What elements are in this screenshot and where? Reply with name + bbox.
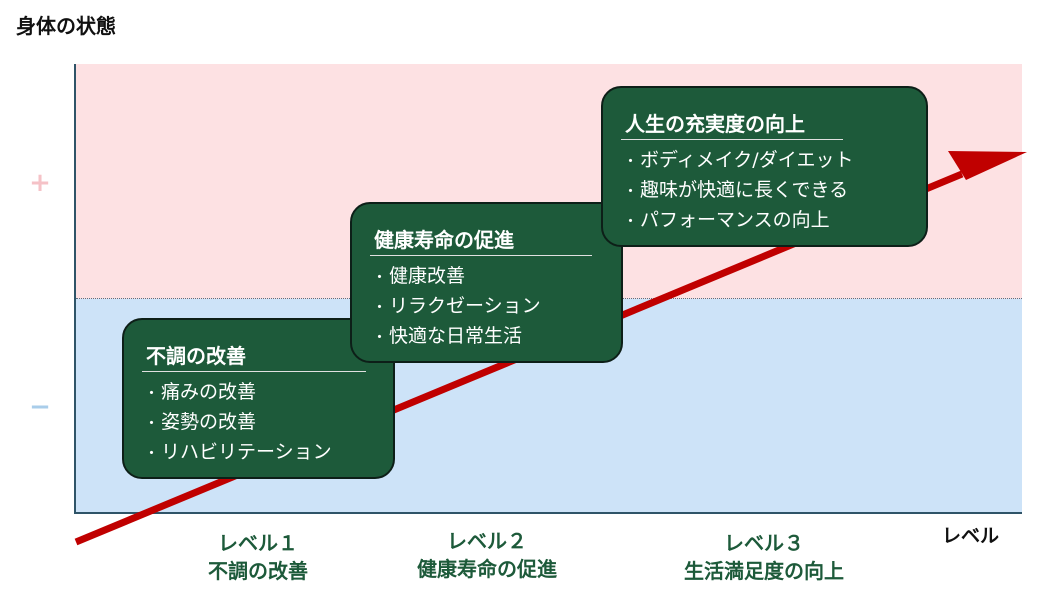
plus-sign: +: [29, 168, 51, 198]
level-3-name: 生活満足度の向上: [684, 559, 844, 583]
level-2-box-title: 健康寿命の促進: [374, 228, 514, 252]
progress-arrow-head: [948, 151, 1027, 180]
level-2-box-list: 健康改善 リラクゼーション 快適な日常生活: [372, 262, 541, 352]
list-item: 快適な日常生活: [372, 322, 541, 352]
level-3-box-title: 人生の充実度の向上: [625, 112, 805, 136]
list-item: 趣味が快適に長くできる: [623, 176, 854, 206]
list-item: 痛みの改善: [144, 378, 332, 408]
level-3-box-list: ボディメイク/ダイエット 趣味が快適に長くできる パフォーマンスの向上: [623, 146, 854, 236]
level-3-box-rule: [621, 139, 843, 140]
x-axis: [74, 512, 1022, 514]
level-2-label: レベル２ 健康寿命の促進: [392, 527, 582, 583]
chart-title: 身体の状態: [16, 14, 116, 38]
level-3-number: レベル３: [724, 531, 804, 555]
level-3-box: 人生の充実度の向上 ボディメイク/ダイエット 趣味が快適に長くできる パフォーマ…: [601, 86, 928, 247]
level-1-label: レベル１ 不調の改善: [163, 529, 353, 585]
list-item: リハビリテーション: [144, 438, 332, 468]
level-3-label: レベル３ 生活満足度の向上: [649, 529, 879, 585]
list-item: パフォーマンスの向上: [623, 206, 854, 236]
list-item: 健康改善: [372, 262, 541, 292]
list-item: ボディメイク/ダイエット: [623, 146, 854, 176]
level-2-number: レベル２: [447, 529, 527, 553]
level-2-box-rule: [370, 255, 592, 256]
list-item: リラクゼーション: [372, 292, 541, 322]
level-1-box-rule: [142, 371, 366, 372]
level-1-box-list: 痛みの改善 姿勢の改善 リハビリテーション: [144, 378, 332, 468]
level-1-number: レベル１: [218, 531, 298, 555]
x-axis-label: レベル: [942, 525, 1000, 547]
level-1-name: 不調の改善: [208, 559, 308, 583]
minus-sign: −: [29, 392, 51, 422]
list-item: 姿勢の改善: [144, 408, 332, 438]
level-1-box-title: 不調の改善: [146, 344, 246, 368]
level-2-name: 健康寿命の促進: [417, 557, 557, 581]
level-2-box: 健康寿命の促進 健康改善 リラクゼーション 快適な日常生活: [350, 202, 623, 363]
y-axis: [74, 64, 76, 514]
level-1-box: 不調の改善 痛みの改善 姿勢の改善 リハビリテーション: [122, 318, 395, 479]
